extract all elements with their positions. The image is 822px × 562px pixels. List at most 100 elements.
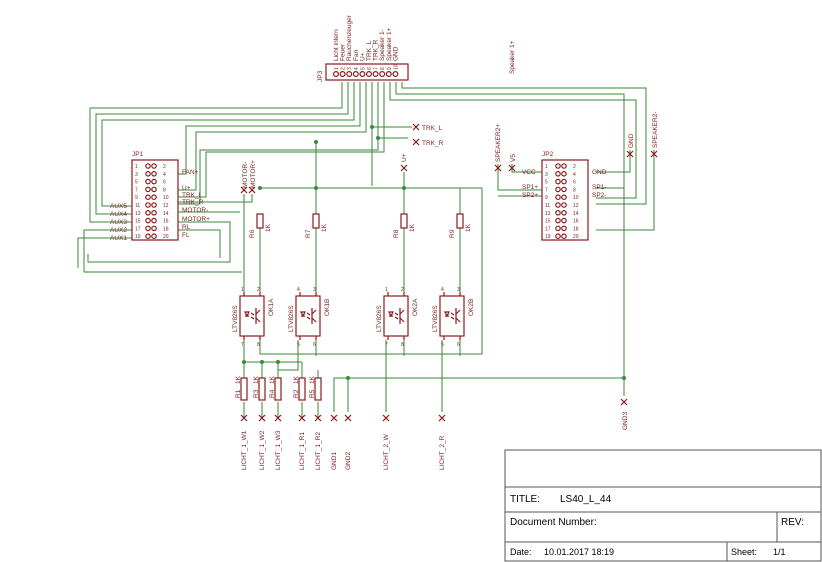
bottom-net-label: LICHT_1_W1 bbox=[241, 430, 248, 470]
jp1-left-label: AUX2 bbox=[110, 227, 127, 234]
jp2-pin bbox=[555, 186, 561, 193]
jp1-pin-num-right: 8 bbox=[163, 187, 166, 193]
jp1-pin bbox=[151, 178, 157, 185]
jp2-pin bbox=[561, 186, 567, 193]
net-speaker2p: SPEAKER2+ bbox=[495, 124, 502, 162]
opto-pin: 8 bbox=[257, 342, 260, 348]
jp1-pin-num-left: 15 bbox=[135, 219, 141, 225]
no-connect-mark bbox=[620, 398, 628, 406]
jp3-pin-label: Fan bbox=[353, 49, 360, 61]
net-gnd-top: GND bbox=[628, 133, 635, 148]
net-gnd3: GND3 bbox=[622, 412, 629, 430]
jp3-pin-label: TRK_R bbox=[373, 39, 380, 61]
jp1-pin bbox=[151, 163, 157, 169]
jp2-pin bbox=[561, 217, 567, 224]
jp2-pin-num-left: 13 bbox=[545, 211, 551, 217]
jp2-pin bbox=[555, 178, 561, 185]
jp3-pin-num: 5 bbox=[360, 67, 366, 70]
jp3-pin-num: 1 bbox=[334, 67, 340, 70]
resistor-value: 1K bbox=[321, 223, 328, 232]
net-u-plus: U+ bbox=[401, 153, 408, 162]
bottom-net-label: LICHT_1_R2 bbox=[315, 432, 322, 470]
jp2-pin-num-right: 18 bbox=[573, 226, 579, 232]
jp1-pin-num-right: 2 bbox=[163, 164, 166, 170]
jp3-pin bbox=[392, 70, 399, 77]
rev-label: REV: bbox=[781, 517, 804, 528]
no-connect-marks bbox=[240, 123, 658, 406]
no-connect-mark bbox=[314, 414, 322, 422]
jp3-pin-num: 3 bbox=[347, 67, 353, 70]
resistor-value: 1K bbox=[293, 375, 300, 384]
resistor-body bbox=[314, 377, 322, 401]
jp1-pin bbox=[145, 233, 151, 240]
resistor-body bbox=[298, 377, 306, 401]
opto-pin: 5 bbox=[441, 342, 444, 348]
jp2-pin-num-left: 17 bbox=[545, 226, 551, 232]
opto-pin: 2 bbox=[401, 287, 404, 293]
jp1-pin bbox=[145, 210, 151, 216]
jp1-pin bbox=[151, 186, 157, 193]
jp1-pin-num-right: 6 bbox=[163, 180, 166, 186]
opto-name: OK1B bbox=[324, 299, 331, 316]
jp3-pin bbox=[385, 70, 392, 77]
no-connect-mark bbox=[400, 164, 408, 172]
net-trk-l: TRK_L bbox=[422, 125, 443, 132]
jp1-pin-num-left: 9 bbox=[135, 195, 138, 201]
jp2-pin bbox=[561, 225, 567, 232]
resistor-value: 1K bbox=[235, 375, 242, 384]
jp2-pin bbox=[561, 233, 567, 240]
opto-part: LTV826S bbox=[232, 305, 239, 332]
jp1-right-label: RL bbox=[182, 224, 191, 231]
jp1-right-label: TRK_L bbox=[182, 192, 203, 199]
jp1-pin bbox=[145, 217, 151, 224]
jp2-pin-num-left: 7 bbox=[545, 187, 548, 193]
jp1-pin bbox=[145, 194, 151, 201]
jp3-pin-label: Feuer bbox=[340, 43, 347, 61]
opto-pin: 7 bbox=[241, 342, 244, 348]
no-connect-mark bbox=[240, 186, 248, 194]
jp1-right-label: MOTOR- bbox=[182, 207, 208, 214]
no-connect-mark bbox=[650, 150, 658, 158]
jp2-pin bbox=[555, 233, 561, 240]
resistor-body bbox=[274, 377, 282, 401]
resistor-value: 1K bbox=[269, 375, 276, 384]
jp2-pin-num-right: 10 bbox=[573, 195, 579, 201]
no-connect-mark bbox=[274, 414, 282, 422]
opto-pin: 8 bbox=[401, 342, 404, 348]
jp2-pin bbox=[561, 210, 567, 216]
jp2-pin bbox=[555, 202, 561, 208]
jp1-pin-num-right: 12 bbox=[163, 203, 169, 209]
opto-part: LTV826S bbox=[288, 305, 295, 332]
resistor-name: R1 bbox=[235, 389, 242, 398]
resistor-name: R4 bbox=[269, 389, 276, 398]
jp1-pin-num-left: 11 bbox=[135, 203, 140, 209]
net-motor-p: MOTOR+ bbox=[250, 160, 257, 188]
jp1-pin bbox=[151, 171, 157, 177]
jp1-right-label: TRK_R bbox=[182, 199, 204, 206]
jp2-pin-num-left: 11 bbox=[545, 203, 550, 209]
resistor-body bbox=[312, 213, 320, 229]
jp2-pin bbox=[561, 202, 567, 208]
docnum-label: Document Number: bbox=[510, 517, 597, 528]
jp1-right-label: MOTOR+ bbox=[182, 216, 210, 223]
jp3-pin-label: Speaker 1+ bbox=[386, 27, 393, 61]
jp1-left-label: AUX1 bbox=[110, 235, 127, 242]
net-trk-r: TRK_R bbox=[422, 140, 444, 147]
jp1-pin bbox=[151, 194, 157, 201]
jp2-vcc: VCC bbox=[522, 169, 536, 176]
resistor-value: 1K bbox=[409, 223, 416, 232]
jp2-pin bbox=[555, 194, 561, 201]
no-connect-mark bbox=[330, 414, 338, 422]
jp3-name: JP3 bbox=[317, 70, 324, 82]
opto-pin: 6 bbox=[313, 342, 316, 348]
jp2-pin bbox=[555, 225, 561, 232]
jp3-pin bbox=[372, 70, 379, 77]
resistor-name: R9 bbox=[449, 229, 456, 238]
resistor-name: R7 bbox=[305, 229, 312, 238]
